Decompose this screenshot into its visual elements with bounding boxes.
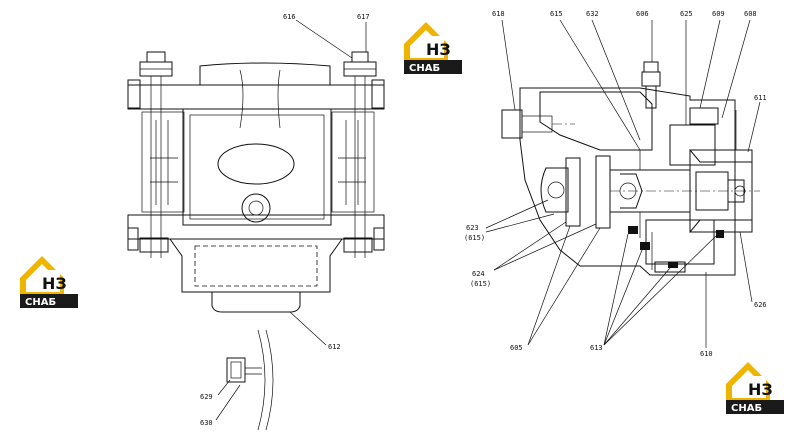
callout-615: 615 [550, 10, 563, 18]
svg-text:СНАБ: СНАБ [731, 403, 762, 414]
callout-612: 612 [328, 343, 341, 351]
callout-609: 609 [712, 10, 725, 18]
callout-613: 613 [590, 344, 603, 352]
svg-text:НЗ: НЗ [42, 274, 67, 293]
top-bolt-left [139, 51, 173, 258]
svg-text:НЗ: НЗ [426, 40, 451, 59]
housing-outline [519, 87, 736, 276]
oval-window [217, 143, 295, 185]
right-section-view [501, 61, 760, 276]
detail-629-630 [226, 329, 274, 431]
hidden-outline [194, 245, 318, 287]
lower-plate [127, 214, 385, 240]
coil-lower [645, 219, 715, 265]
svg-text:СНАБ: СНАБ [409, 63, 440, 74]
callout-623: 623 [466, 224, 479, 232]
coil-upper [669, 124, 716, 166]
watermark-logo-top: НЗ СНАБ [404, 22, 462, 74]
disc-605 [595, 155, 611, 229]
svg-text:НЗ: НЗ [748, 380, 773, 399]
watermark-logo-left: НЗ СНАБ [20, 256, 78, 308]
callout-610: 610 [700, 350, 713, 358]
callout-629: 629 [200, 393, 213, 401]
callout-605: 605 [510, 344, 523, 352]
callout-618: 618 [492, 10, 505, 18]
callout-labels: 616 617 612 629 630 618 615 632 606 625 … [200, 10, 767, 427]
callout-623-ref: (615) [464, 234, 485, 242]
callout-608: 608 [744, 10, 757, 18]
svg-text:СНАБ: СНАБ [25, 297, 56, 308]
callout-616: 616 [283, 13, 296, 21]
bearing-623 [540, 167, 569, 213]
callout-630: 630 [200, 419, 213, 427]
bolt-618 [501, 109, 523, 139]
disc-624 [565, 157, 581, 227]
right-leaders [485, 19, 761, 348]
main-body [182, 108, 332, 226]
top-bolt-right [343, 51, 377, 258]
drain-plug [241, 193, 271, 223]
top-plate [127, 84, 385, 110]
callout-625: 625 [680, 10, 693, 18]
left-side-elevation [127, 51, 385, 431]
callout-632: 632 [586, 10, 599, 18]
callout-624-ref: (615) [470, 280, 491, 288]
callout-606: 606 [636, 10, 649, 18]
callout-611: 611 [754, 94, 767, 102]
watermark-logo-bottom: НЗ СНАБ [726, 362, 784, 414]
callout-617: 617 [357, 13, 370, 21]
fitting-606 [641, 61, 661, 109]
left-leaders [215, 19, 367, 421]
knurled-knob [211, 291, 301, 313]
callout-626: 626 [754, 301, 767, 309]
callout-624: 624 [472, 270, 485, 278]
